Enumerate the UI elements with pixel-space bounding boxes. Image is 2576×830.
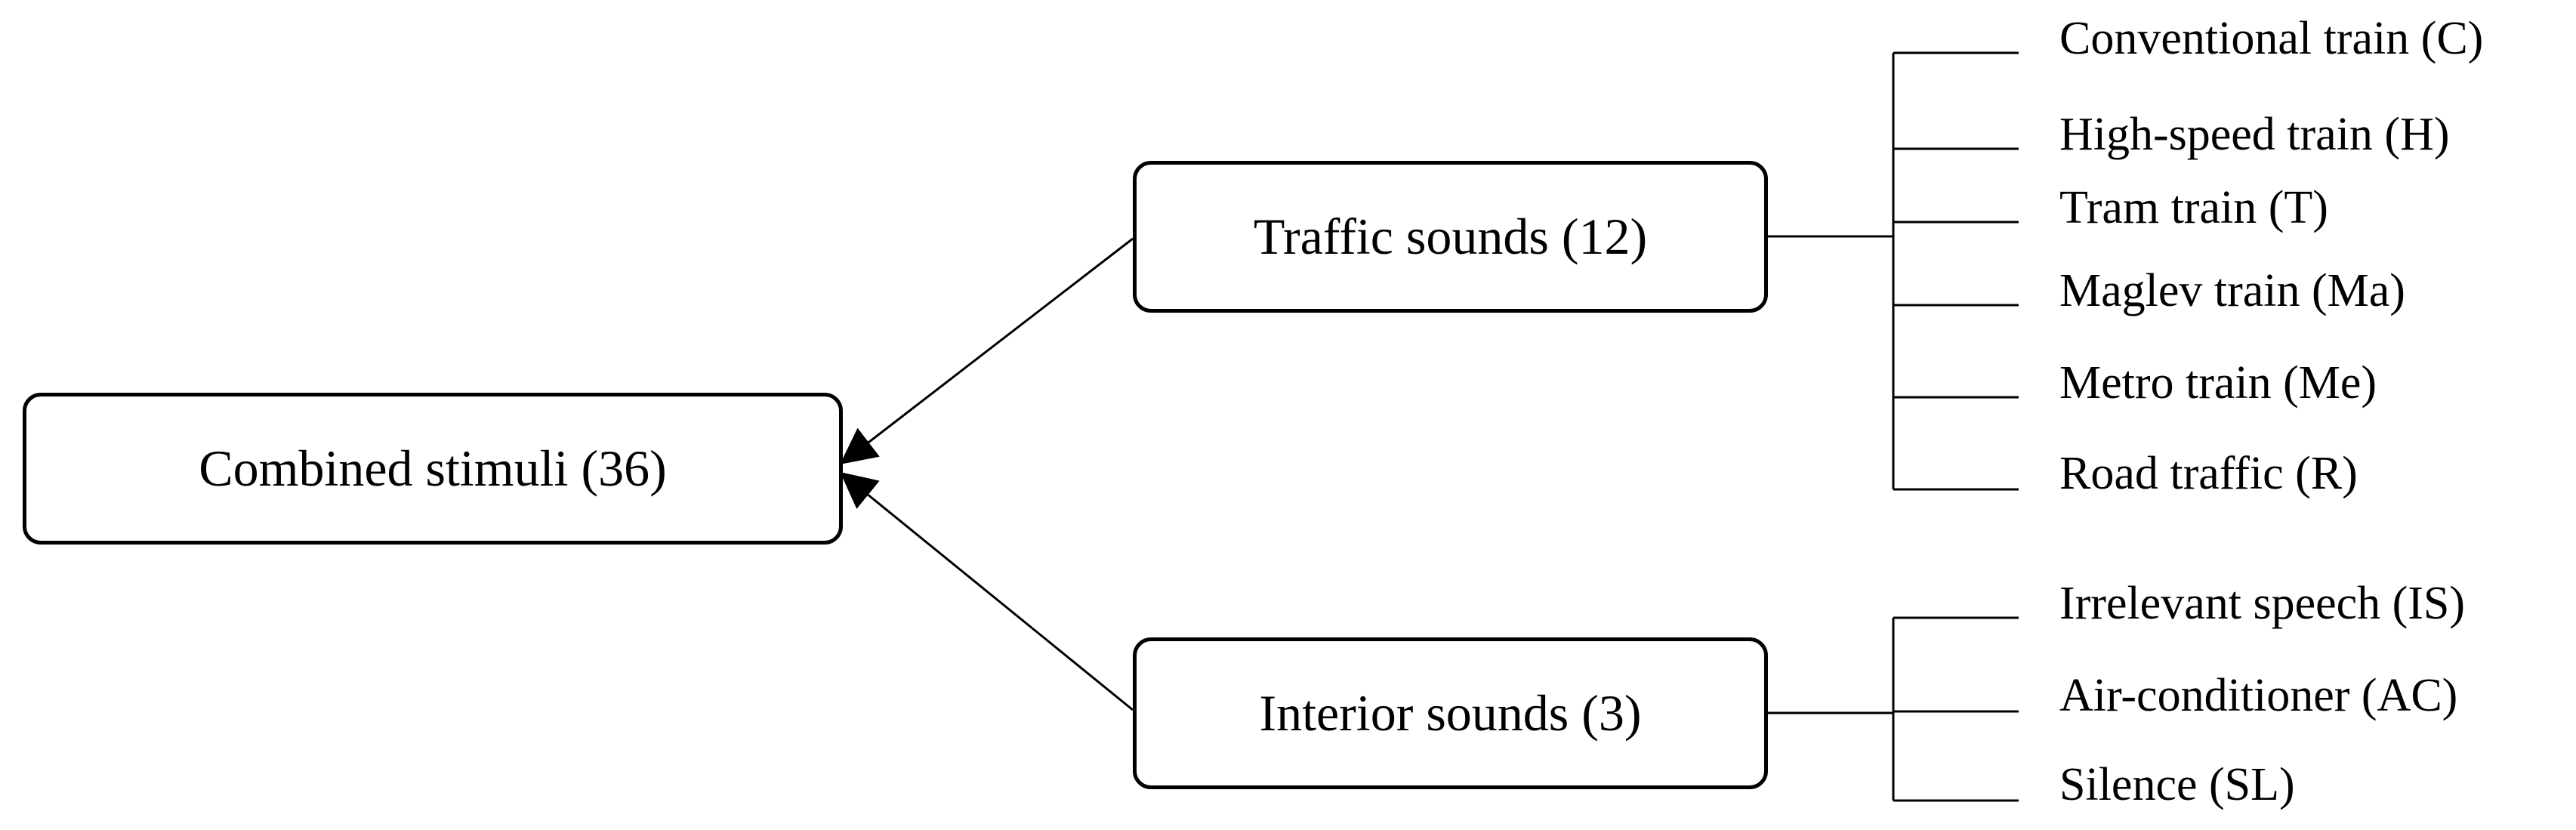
leaf-road-traffic: Road traffic (R) <box>2059 448 2358 499</box>
root-node-box: Combined stimuli (36) <box>23 393 843 545</box>
arrow-interior-to-root <box>840 471 1134 711</box>
traffic-bracket <box>1768 51 2019 491</box>
leaf-high-speed-train: High-speed train (H) <box>2059 109 2450 160</box>
root-node-label: Combined stimuli (36) <box>199 440 667 497</box>
leaf-irrelevant-speech: Irrelevant speech (IS) <box>2059 578 2466 629</box>
arrow-traffic-to-root <box>840 237 1134 464</box>
leaf-silence: Silence (SL) <box>2059 759 2295 810</box>
traffic-sounds-label: Traffic sounds (12) <box>1253 208 1648 265</box>
leaf-conventional-train: Conventional train (C) <box>2059 13 2484 64</box>
traffic-sounds-box: Traffic sounds (12) <box>1133 161 1768 313</box>
leaf-tram-train: Tram train (T) <box>2059 182 2328 233</box>
leaf-metro-train: Metro train (Me) <box>2059 357 2377 409</box>
interior-sounds-label: Interior sounds (3) <box>1259 684 1642 742</box>
leaf-maglev-train: Maglev train (Ma) <box>2059 265 2405 316</box>
interior-sounds-box: Interior sounds (3) <box>1133 637 1768 789</box>
interior-bracket <box>1768 616 2019 802</box>
leaf-air-conditioner: Air-conditioner (AC) <box>2059 670 2458 721</box>
